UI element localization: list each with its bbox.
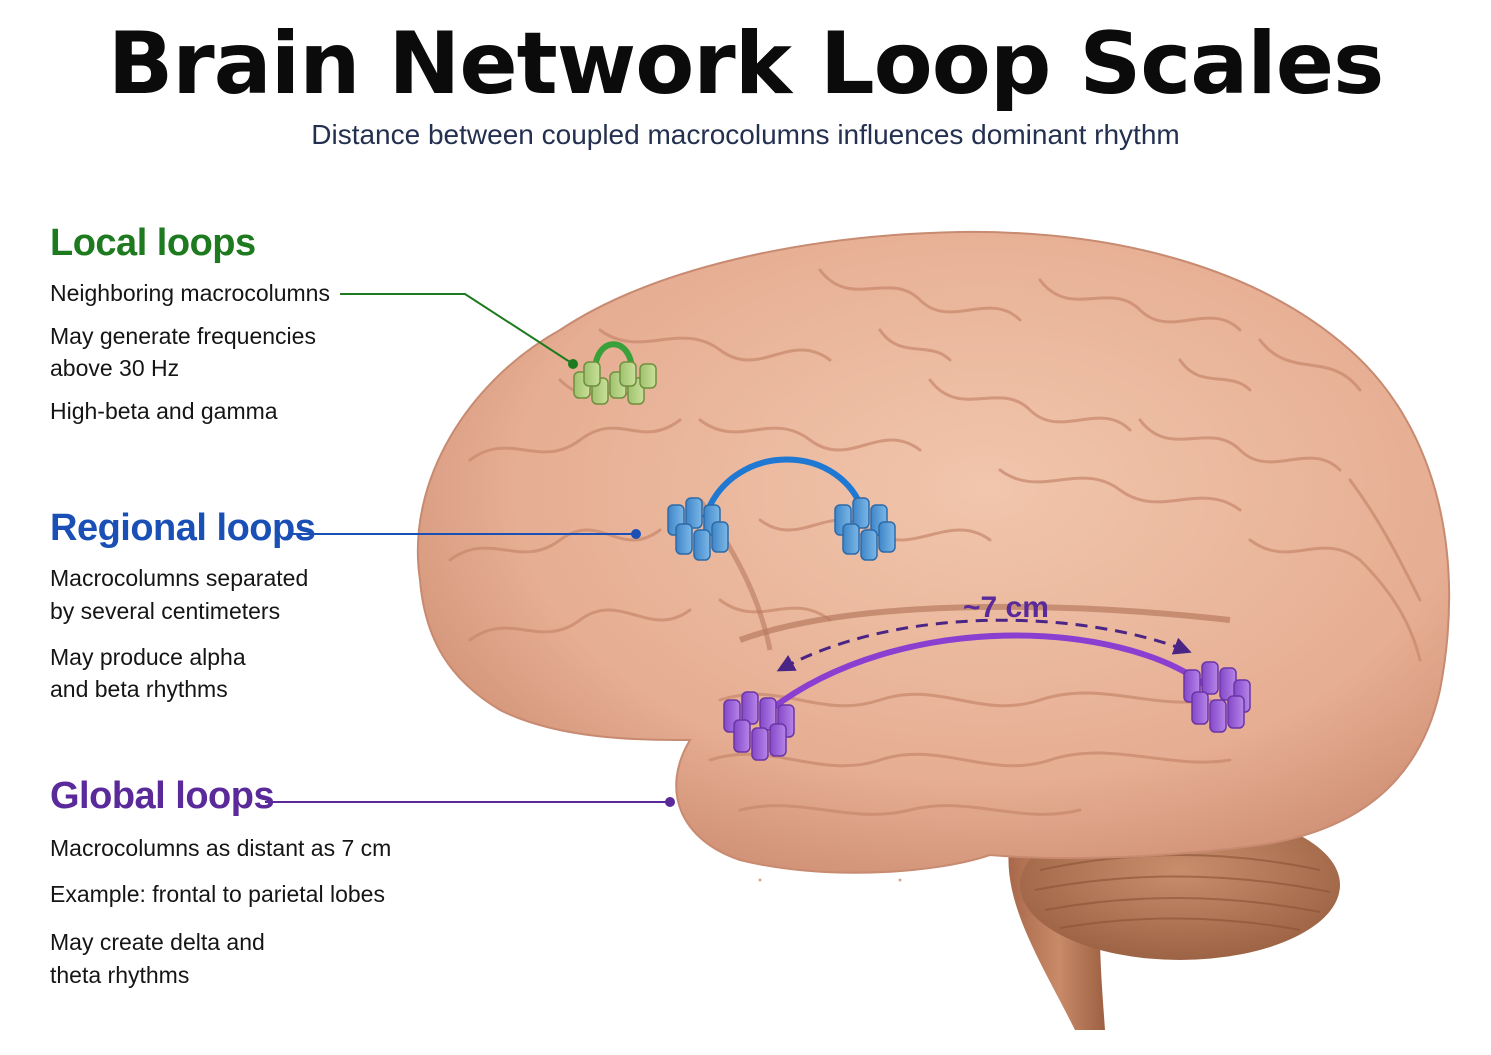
- regional-loops-heading: Regional loops: [50, 507, 316, 549]
- local-line-4: High-beta and gamma: [50, 398, 278, 424]
- distance-label: ~7 cm: [963, 591, 1049, 624]
- global-line-3: May create delta and: [50, 929, 265, 955]
- global-loops-heading: Global loops: [50, 775, 275, 817]
- regional-line-4: and beta rhythms: [50, 676, 228, 702]
- local-loops-heading: Local loops: [50, 222, 256, 264]
- regional-macrocolumn-clusters: [667, 456, 896, 561]
- local-line-1: Neighboring macrocolumns: [50, 280, 330, 306]
- local-line-2: May generate frequencies: [50, 323, 316, 349]
- regional-line-3: May produce alpha: [50, 644, 246, 670]
- local-macrocolumn-cluster: [573, 341, 657, 405]
- global-leader-line: [265, 797, 675, 807]
- regional-line-2: by several centimeters: [50, 598, 281, 624]
- global-line-2: Example: frontal to parietal lobes: [50, 881, 385, 907]
- local-line-3: above 30 Hz: [50, 355, 180, 381]
- global-line-4: theta rhythms: [50, 962, 190, 988]
- global-line-1: Macrocolumns as distant as 7 cm: [50, 835, 392, 861]
- global-macrocolumn-clusters: [723, 618, 1251, 761]
- page-title: Brain Network Loop Scales: [107, 14, 1385, 114]
- regional-line-1: Macrocolumns separated: [50, 565, 309, 591]
- local-leader-line: [340, 293, 578, 369]
- regional-leader-line: [288, 529, 641, 539]
- page-subtitle: Distance between coupled macrocolumns in…: [311, 119, 1180, 150]
